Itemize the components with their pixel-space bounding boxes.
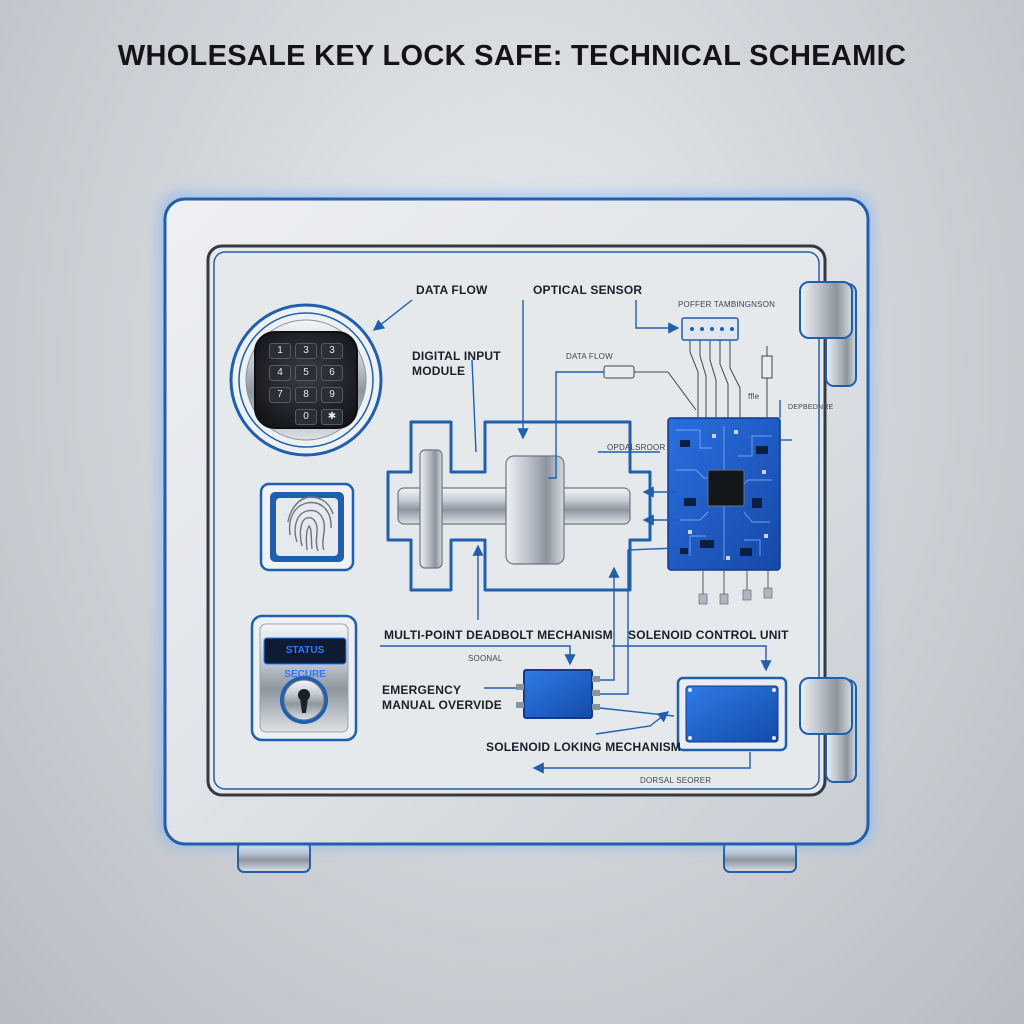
resistor <box>603 346 773 418</box>
page-title: WHOLESALE KEY LOCK SAFE: TECHNICAL SCHEA… <box>117 40 907 72</box>
keypad-key[interactable]: 4 <box>269 365 291 381</box>
label-pcb-right: DEPBEDNRE <box>788 404 834 411</box>
keypad-key[interactable]: 1 <box>269 343 291 359</box>
power-connector <box>681 317 741 418</box>
keypad-key[interactable]: 5 <box>295 365 317 381</box>
keypad-key[interactable]: 6 <box>321 365 343 381</box>
hinge-top <box>799 281 857 387</box>
label-power-transmission: POFFER TAMBINGNSON <box>678 300 776 309</box>
keypad-key[interactable]: 8 <box>295 387 317 403</box>
label-manual-override: MANUAL OVERVIDE <box>382 698 502 712</box>
hinge-bottom <box>799 677 857 783</box>
keypad-key[interactable]: 0 <box>295 409 317 425</box>
keypad-key[interactable] <box>269 409 289 423</box>
keypad-key[interactable]: 9 <box>321 387 343 403</box>
keypad-key[interactable]: 3 <box>321 343 343 359</box>
keyhole-icon <box>298 689 310 713</box>
label-solenoid-control-unit: SOLENOID CONTROL UNIT <box>628 628 789 642</box>
keypad-key[interactable]: ✱ <box>321 409 343 425</box>
label-digital-input-module: MODULE <box>412 364 466 378</box>
label-emergency: EMERGENCY <box>382 683 462 697</box>
keypad-key[interactable]: 3 <box>295 343 317 359</box>
label-optical-sensor: OPTICAL SENSOR <box>533 283 643 297</box>
fingerprint-scanner[interactable] <box>259 482 355 572</box>
key-lock-cylinder[interactable] <box>280 676 328 724</box>
label-deadbolt-mechanism: MULTI-POINT DEADBOLT MECHANISM <box>384 628 613 642</box>
label-sodial: SOONAL <box>468 654 503 663</box>
label-door-sensor: DORSAL SEORER <box>640 776 712 785</box>
label-solenoid-locking-mechanism: SOLENOID LOKING MECHANISM <box>486 740 682 754</box>
label-optical-sensor-small: OPDALSROOR <box>607 443 666 452</box>
circuit-board <box>667 417 781 605</box>
label-data-flow: DATA FLOW <box>416 283 488 297</box>
label-pcb-top: ffle <box>748 392 760 401</box>
label-data-flow-small: DATA FLOW <box>566 352 613 361</box>
solenoid-control-unit <box>516 669 600 719</box>
signal-lines <box>372 299 792 774</box>
keypad-key[interactable]: 7 <box>269 387 291 403</box>
status-display: STATUS SECURE <box>284 645 326 680</box>
fingerprint-icon <box>287 496 334 552</box>
deadbolt-mechanism <box>386 420 652 592</box>
label-digital-input: DIGITAL INPUT <box>412 349 501 363</box>
solenoid-locking-mechanism <box>676 676 788 752</box>
